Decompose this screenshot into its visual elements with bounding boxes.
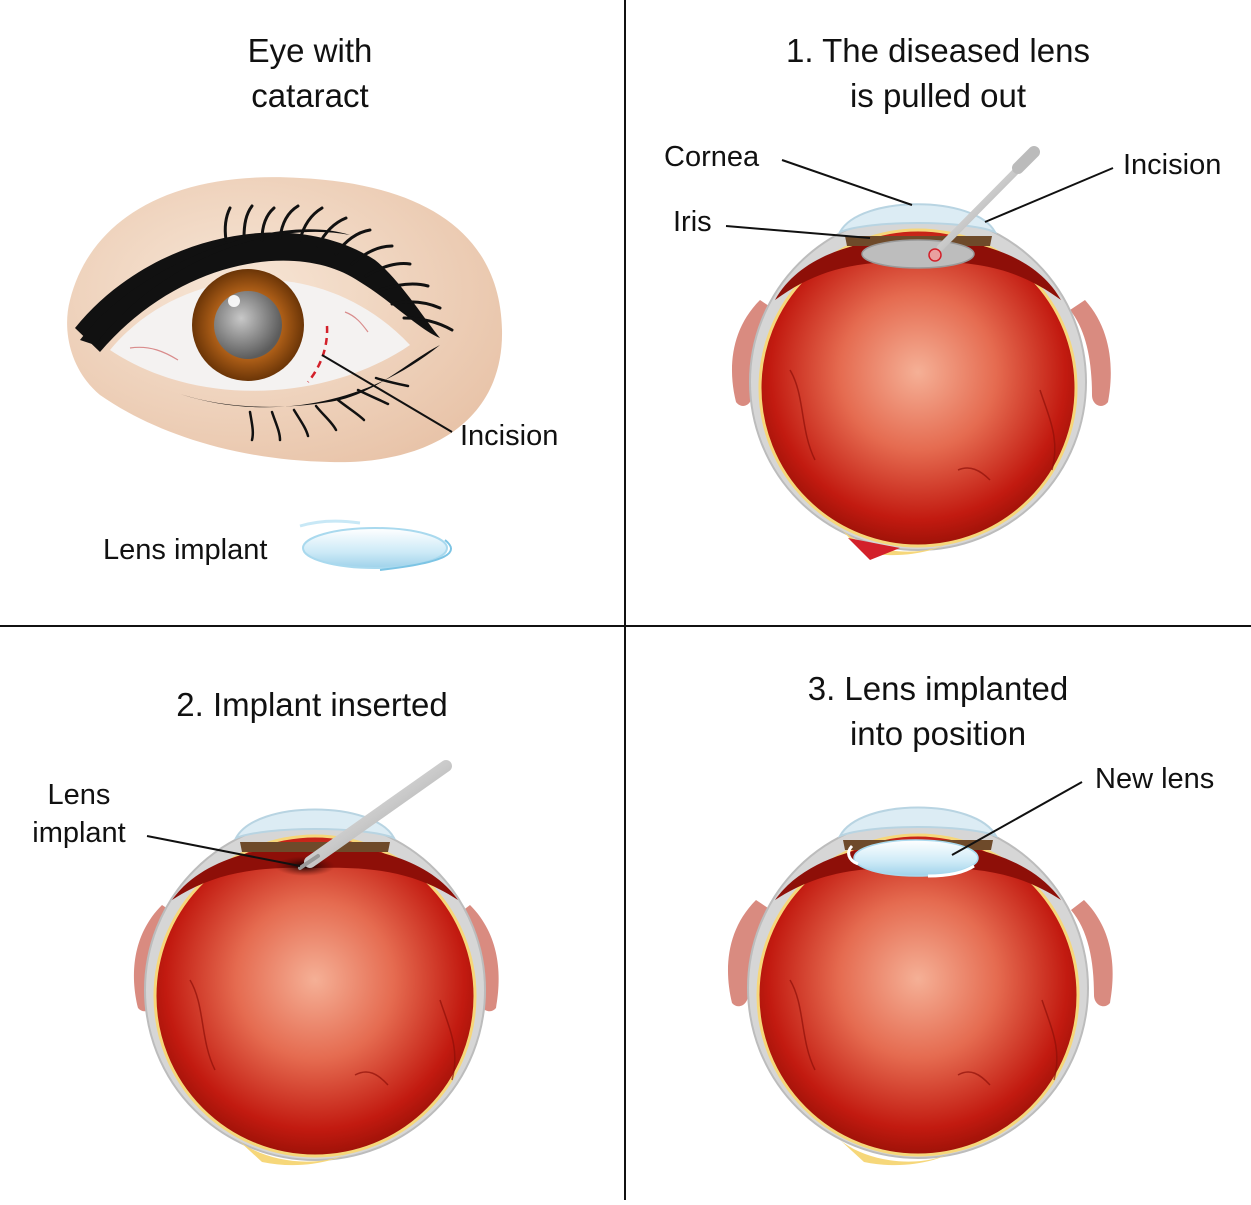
panel-title-line2: is pulled out bbox=[850, 77, 1026, 114]
panel-title: 2. Implant inserted bbox=[176, 686, 447, 723]
lens-implant-icon bbox=[299, 519, 452, 571]
panel-title-line1: 1. The diseased lens bbox=[786, 32, 1090, 69]
leader-incision bbox=[321, 354, 453, 433]
panel-diseased-lens-removed: 1. The diseased lens is pulled out bbox=[664, 32, 1221, 560]
cataract-eye-icon bbox=[67, 177, 503, 463]
eyeball-cross-section-icon bbox=[133, 808, 499, 1166]
label-lens-implant-line2: implant bbox=[32, 817, 126, 849]
panel-implant-inserted: 2. Implant inserted Lens implant bbox=[32, 686, 499, 1166]
leader-new-lens bbox=[951, 781, 1083, 856]
label-iris: Iris bbox=[673, 206, 712, 238]
panel-eye-with-cataract: Eye with cataract bbox=[67, 32, 558, 571]
surgical-instrument-icon bbox=[928, 146, 1040, 262]
panel-title-line2: into position bbox=[850, 715, 1026, 752]
label-new-lens: New lens bbox=[1095, 763, 1214, 795]
panel-lens-implanted: 3. Lens implanted into position New lens bbox=[727, 670, 1214, 1166]
label-cornea: Cornea bbox=[664, 141, 760, 173]
leader-cornea bbox=[781, 159, 913, 206]
label-incision-tr: Incision bbox=[1123, 149, 1221, 181]
leader-lens-implant bbox=[146, 835, 301, 867]
panel-title-line2: cataract bbox=[251, 77, 368, 114]
eyeball-cross-section-icon bbox=[727, 806, 1113, 1166]
leader-incision-tr bbox=[984, 167, 1114, 223]
label-lens-implant: Lens implant bbox=[103, 534, 267, 566]
panel-title-line1: 3. Lens implanted bbox=[808, 670, 1069, 707]
label-incision: Incision bbox=[460, 420, 558, 452]
surgical-instrument-icon bbox=[298, 760, 452, 870]
eyeball-cross-section-icon bbox=[731, 203, 1111, 560]
panel-title-line1: Eye with bbox=[248, 32, 373, 69]
leader-iris bbox=[725, 225, 871, 239]
label-lens-implant-line1: Lens bbox=[48, 779, 111, 811]
